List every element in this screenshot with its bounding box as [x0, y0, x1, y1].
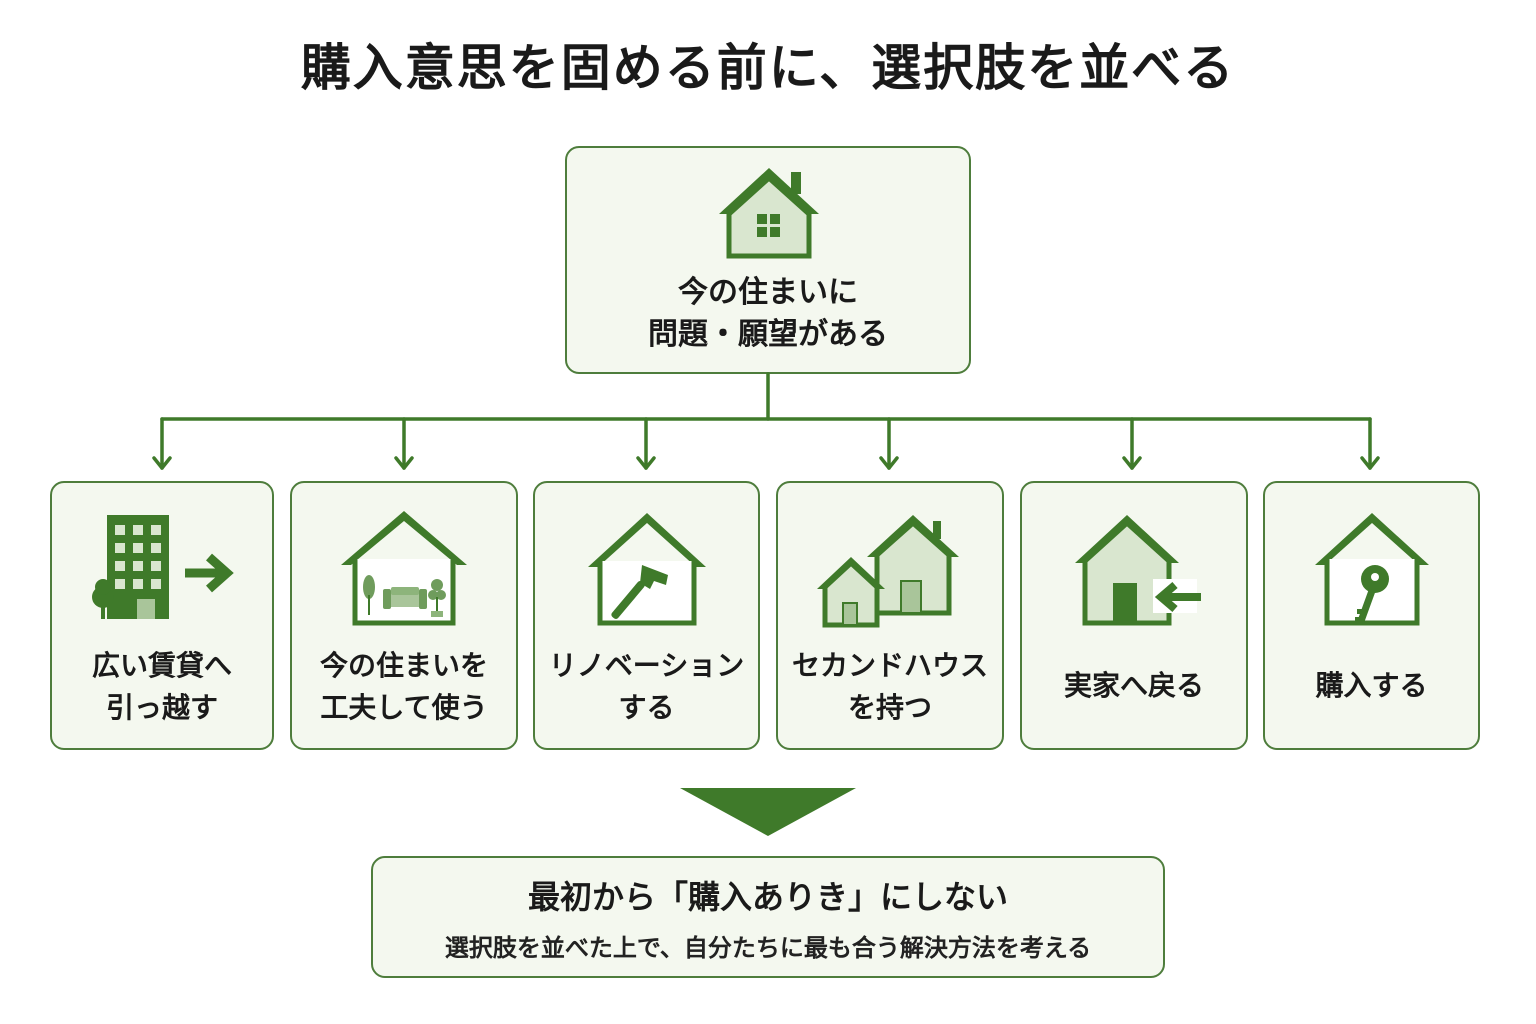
- house-key-icon: [1314, 513, 1429, 626]
- connector-arrow-5: [1122, 417, 1142, 470]
- option-label-line1: 今の住まいを: [319, 649, 488, 682]
- house-hammer-icon: [587, 513, 706, 626]
- house-return-arrow-icon: [1075, 515, 1201, 626]
- root-label-line1: 今の住まいに: [678, 275, 858, 310]
- connector-arrow-4: [879, 417, 899, 470]
- root-label-line2: 問題・願望がある: [648, 317, 888, 352]
- option-label: 今の住まいを 工夫して使う: [292, 645, 516, 729]
- connector-arrow-3: [636, 417, 656, 470]
- connector-arrow-6: [1360, 417, 1380, 470]
- connector-arrow-2: [394, 417, 414, 470]
- option-label: 購入する: [1265, 665, 1478, 707]
- option-improve-current: 今の住まいを 工夫して使う: [290, 481, 518, 750]
- option-return-family-home: 実家へ戻る: [1020, 481, 1248, 750]
- option-label-line2: を持つ: [847, 691, 932, 724]
- option-label: セカンドハウス を持つ: [778, 645, 1002, 729]
- apartment-building-arrow-icon: [92, 515, 234, 619]
- option-label-line1: 広い賃貸へ: [91, 649, 232, 682]
- conclusion-subtext: 選択肢を並べた上で、自分たちに最も合う解決方法を考える: [444, 934, 1092, 962]
- root-label: 今の住まいに 問題・願望がある: [567, 272, 969, 356]
- root-problem-box: 今の住まいに 問題・願望がある: [565, 146, 971, 374]
- house-interior-sofa-icon: [341, 511, 467, 626]
- option-label-line1: セカンドハウス: [791, 649, 988, 682]
- option-label: 実家へ戻る: [1022, 665, 1246, 707]
- option-label-line2: する: [618, 691, 675, 724]
- option-label-line2: 工夫して使う: [320, 691, 488, 724]
- page-title: 購入意思を固める前に、選択肢を並べる: [300, 39, 1236, 97]
- option-renovate: リノベーション する: [533, 481, 760, 750]
- option-label: リノベーション する: [535, 645, 758, 729]
- conclusion-headline: 最初から「購入ありき」にしない: [527, 878, 1008, 916]
- option-label-line1: 購入する: [1315, 669, 1428, 702]
- two-houses-icon: [817, 515, 959, 628]
- option-second-house: セカンドハウス を持つ: [776, 481, 1004, 750]
- option-purchase: 購入する: [1263, 481, 1480, 750]
- option-rent-larger: 広い賃貸へ 引っ越す: [50, 481, 274, 750]
- connector-arrow-1: [152, 417, 172, 470]
- option-label-line1: リノベーション: [548, 649, 745, 682]
- conclusion-box: 最初から「購入ありき」にしない 選択肢を並べた上で、自分たちに最も合う解決方法を…: [371, 856, 1165, 978]
- option-label-line2: 引っ越す: [105, 691, 218, 724]
- down-triangle-icon: [680, 788, 856, 836]
- house-icon: [719, 168, 819, 259]
- option-label: 広い賃貸へ 引っ越す: [52, 645, 272, 729]
- option-label-line1: 実家へ戻る: [1063, 669, 1204, 702]
